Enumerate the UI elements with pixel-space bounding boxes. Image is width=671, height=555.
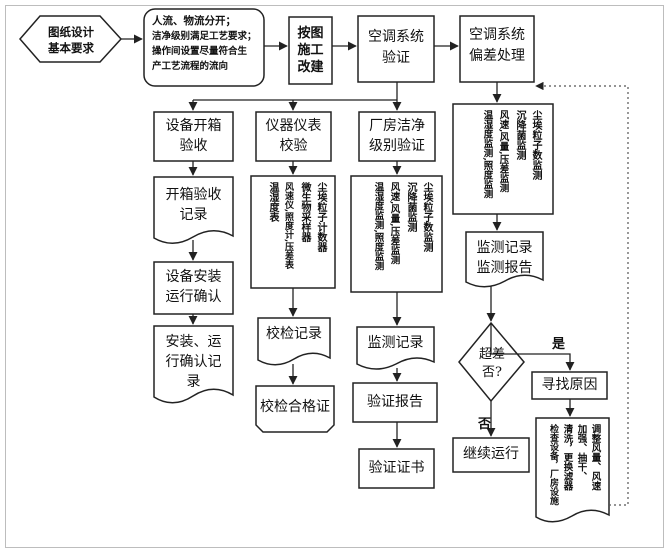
adjust-doc	[535, 417, 610, 523]
adjust-line-3: 清洗，更换滤器	[561, 424, 573, 491]
monitor-record-line-1: 监测记录	[367, 335, 424, 351]
instrument-list-line-1: 尘埃粒子计数器	[315, 182, 326, 252]
rebuild-line-1: 按图	[297, 26, 324, 41]
adjust-line-4: 检查设备，厂房设施	[548, 424, 558, 505]
arrow-yes-to-cause	[490, 323, 575, 371]
clean-verify-line-2: 级别验证	[369, 138, 425, 154]
instrument-cal-line-1: 仪器仪表	[265, 118, 322, 134]
ac-verify-line-1: 空调系统	[368, 29, 424, 45]
cal-record-doc	[257, 317, 331, 366]
instrument-list-line-3: 风速仪,照度计,压差表	[283, 182, 293, 270]
instrument-list-line-2: 微生物采样器	[299, 182, 310, 242]
monitor-report-line-1: 监测记录	[476, 240, 533, 256]
install-record-line-1: 安装、运	[165, 334, 222, 350]
continue-run-line-1: 继续运行	[463, 446, 519, 462]
decision-line-2: 否?	[482, 365, 502, 380]
equip-accept-line-1: 设备开箱	[165, 118, 222, 134]
verify-cert-box	[358, 448, 435, 489]
verify-cert-line-1: 验证证书	[368, 460, 425, 476]
rebuild-box	[288, 16, 333, 85]
separation-line-4: 产工艺流程的流向	[152, 61, 229, 72]
find-cause-box	[531, 371, 608, 400]
clean-monitor-line-2: 沉降菌监测	[405, 182, 416, 232]
deviation-monitor-line-4: 温湿度监测,照度监测	[481, 110, 493, 199]
deviation-monitor-list-box	[452, 103, 554, 215]
start-line-2: 基本要求	[48, 41, 94, 55]
install-record-line-3: 录	[186, 374, 201, 390]
cal-cert-shape	[255, 385, 335, 433]
instrument-list-line-4: 温湿度表	[267, 182, 278, 222]
image-border	[5, 5, 664, 548]
clean-monitor-list-box	[350, 175, 443, 293]
separation-box	[143, 8, 265, 87]
install-record-doc	[153, 325, 234, 404]
clean-monitor-line-4: 温湿度监测,照度监测	[372, 182, 384, 271]
ac-verify-line-2: 验证	[382, 50, 410, 66]
instrument-cal-line-2: 校验	[279, 138, 308, 154]
start-hexagon	[19, 15, 123, 63]
deviation-monitor-line-1: 尘埃粒子数监测	[530, 110, 541, 180]
ac-deviation-line-2: 偏差处理	[469, 48, 525, 64]
rebuild-line-2: 施工	[297, 43, 324, 58]
clean-monitor-line-1: 尘埃粒子数监测	[421, 182, 432, 252]
monitor-record-doc	[356, 326, 435, 370]
start-line-1: 图纸设计	[48, 25, 94, 39]
install-confirm-line-1: 设备安装	[165, 269, 222, 285]
continue-run-box	[452, 437, 530, 473]
adjust-line-2: 加强、抽干、	[575, 424, 587, 481]
ac-deviation-line-1: 空调系统	[469, 27, 525, 43]
instrument-cal-box	[255, 111, 332, 162]
separation-line-3: 操作间设置尽量符合生	[152, 46, 248, 57]
rebuild-line-3: 改建	[297, 60, 324, 75]
install-confirm-box	[153, 261, 234, 315]
no-label: 否	[478, 417, 492, 432]
accept-record-doc	[153, 176, 234, 244]
accept-record-line-1: 开箱验收	[165, 187, 222, 203]
clean-monitor-line-3: 风速,风量,压差监测	[388, 182, 400, 265]
monitor-report-doc	[465, 231, 544, 288]
adjust-line-1: 调整风量、风速	[589, 424, 601, 491]
ac-verify-box	[357, 15, 435, 83]
equip-accept-line-2: 验收	[179, 138, 208, 154]
cal-record-line-1: 校检记录	[266, 326, 322, 342]
decision-line-1: 超差	[478, 347, 505, 362]
clean-verify-line-1: 厂房洁净	[369, 118, 425, 134]
install-record-line-2: 行确认记	[165, 354, 222, 370]
ac-deviation-box	[459, 15, 535, 83]
find-cause-line-1: 寻找原因	[541, 377, 598, 393]
deviation-monitor-line-2: 沉降菌监测	[514, 110, 525, 160]
connectors	[121, 34, 575, 448]
monitor-report-line-2: 监测报告	[476, 260, 533, 276]
accept-record-line-2: 记录	[179, 207, 208, 223]
yes-label: 是	[552, 337, 566, 352]
equip-accept-box	[153, 111, 234, 162]
instrument-list-box	[250, 175, 336, 289]
separation-line-1: 人流、物流分开；	[152, 15, 236, 27]
separation-line-2: 洁净级别满足工艺要求；	[152, 31, 257, 42]
deviation-monitor-line-3: 风速,风量,压差监测	[497, 110, 509, 193]
verify-report-line-1: 验证报告	[367, 394, 423, 410]
cal-cert-line-1: 校检合格证	[260, 399, 330, 415]
install-confirm-line-2: 运行确认	[165, 289, 222, 305]
verify-report-box	[352, 382, 438, 423]
